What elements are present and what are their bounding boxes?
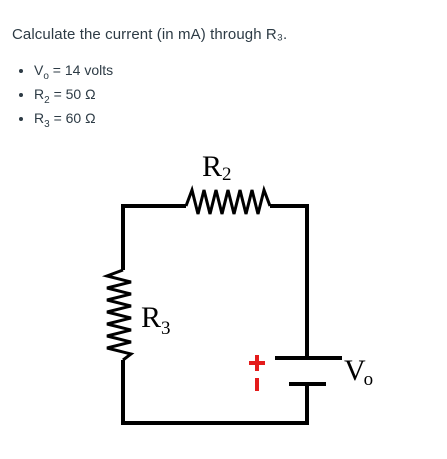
polarity-plus-icon (249, 355, 265, 371)
r3-label: R3 (141, 301, 171, 339)
r2-resistor (184, 184, 272, 215)
source-label: Vo (344, 354, 373, 390)
given-r3: R3 = 60 Ω (34, 110, 113, 134)
polarity-minus-icon (255, 378, 259, 391)
given-r2: R2 = 50 Ω (34, 86, 113, 110)
given-values-list: Vo = 14 volts R2 = 50 Ω R3 = 60 Ω (12, 62, 113, 134)
r2-label: R2 (202, 150, 232, 185)
given-vo: Vo = 14 volts (34, 62, 113, 86)
r3-resistor (101, 268, 135, 362)
question-text: Calculate the current (in mA) through R₃… (12, 26, 288, 43)
